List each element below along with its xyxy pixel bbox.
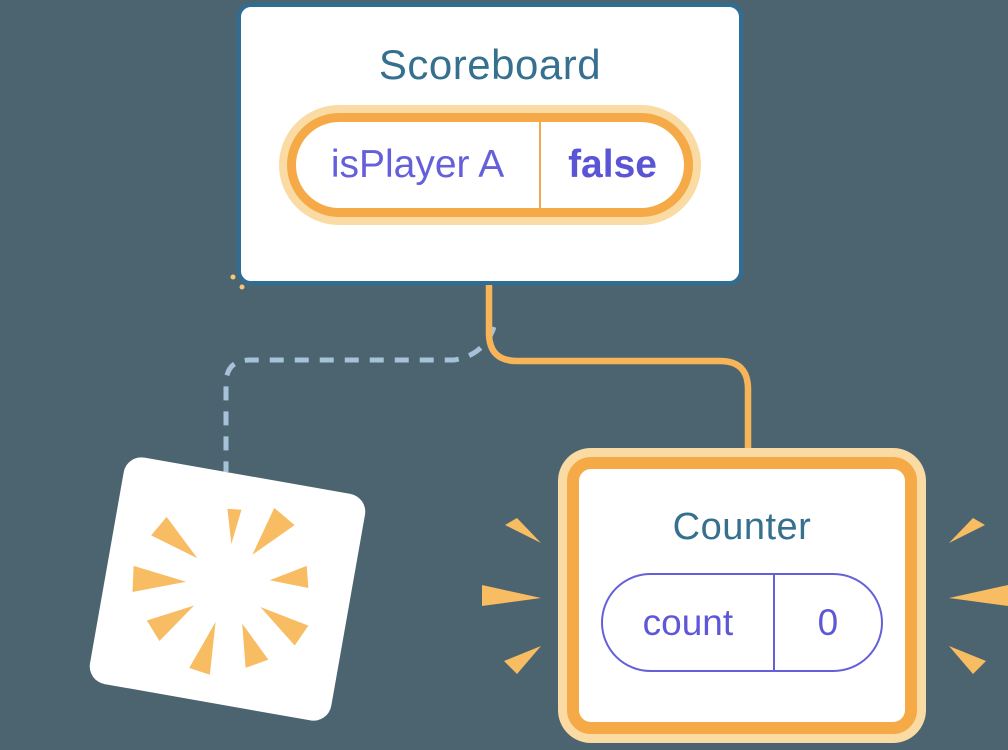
scoreboard-component-card: Scoreboard isPlayer A false bbox=[237, 3, 743, 285]
counter-title: Counter bbox=[672, 506, 812, 548]
scoreboard-state-pill: isPlayer A false bbox=[287, 113, 693, 217]
destroyed-component-card bbox=[86, 454, 369, 724]
counter-component-card: Counter count 0 bbox=[567, 457, 917, 734]
orange-connector-line bbox=[485, 285, 752, 452]
scoreboard-title: Scoreboard bbox=[378, 41, 602, 88]
pill-divider bbox=[772, 575, 775, 670]
pill-divider bbox=[539, 122, 542, 208]
state-key-label: isPlayer A bbox=[330, 143, 505, 186]
dashed-connector-line bbox=[223, 326, 497, 472]
burst-rays-icon bbox=[132, 507, 309, 675]
emphasis-sparks-left-icon bbox=[482, 518, 541, 674]
state-key-label: count bbox=[642, 601, 734, 643]
state-value-label: 0 bbox=[817, 601, 839, 643]
state-value-label: false bbox=[568, 143, 657, 186]
emphasis-sparks-right-icon bbox=[949, 518, 1008, 674]
counter-state-pill: count 0 bbox=[601, 573, 883, 672]
